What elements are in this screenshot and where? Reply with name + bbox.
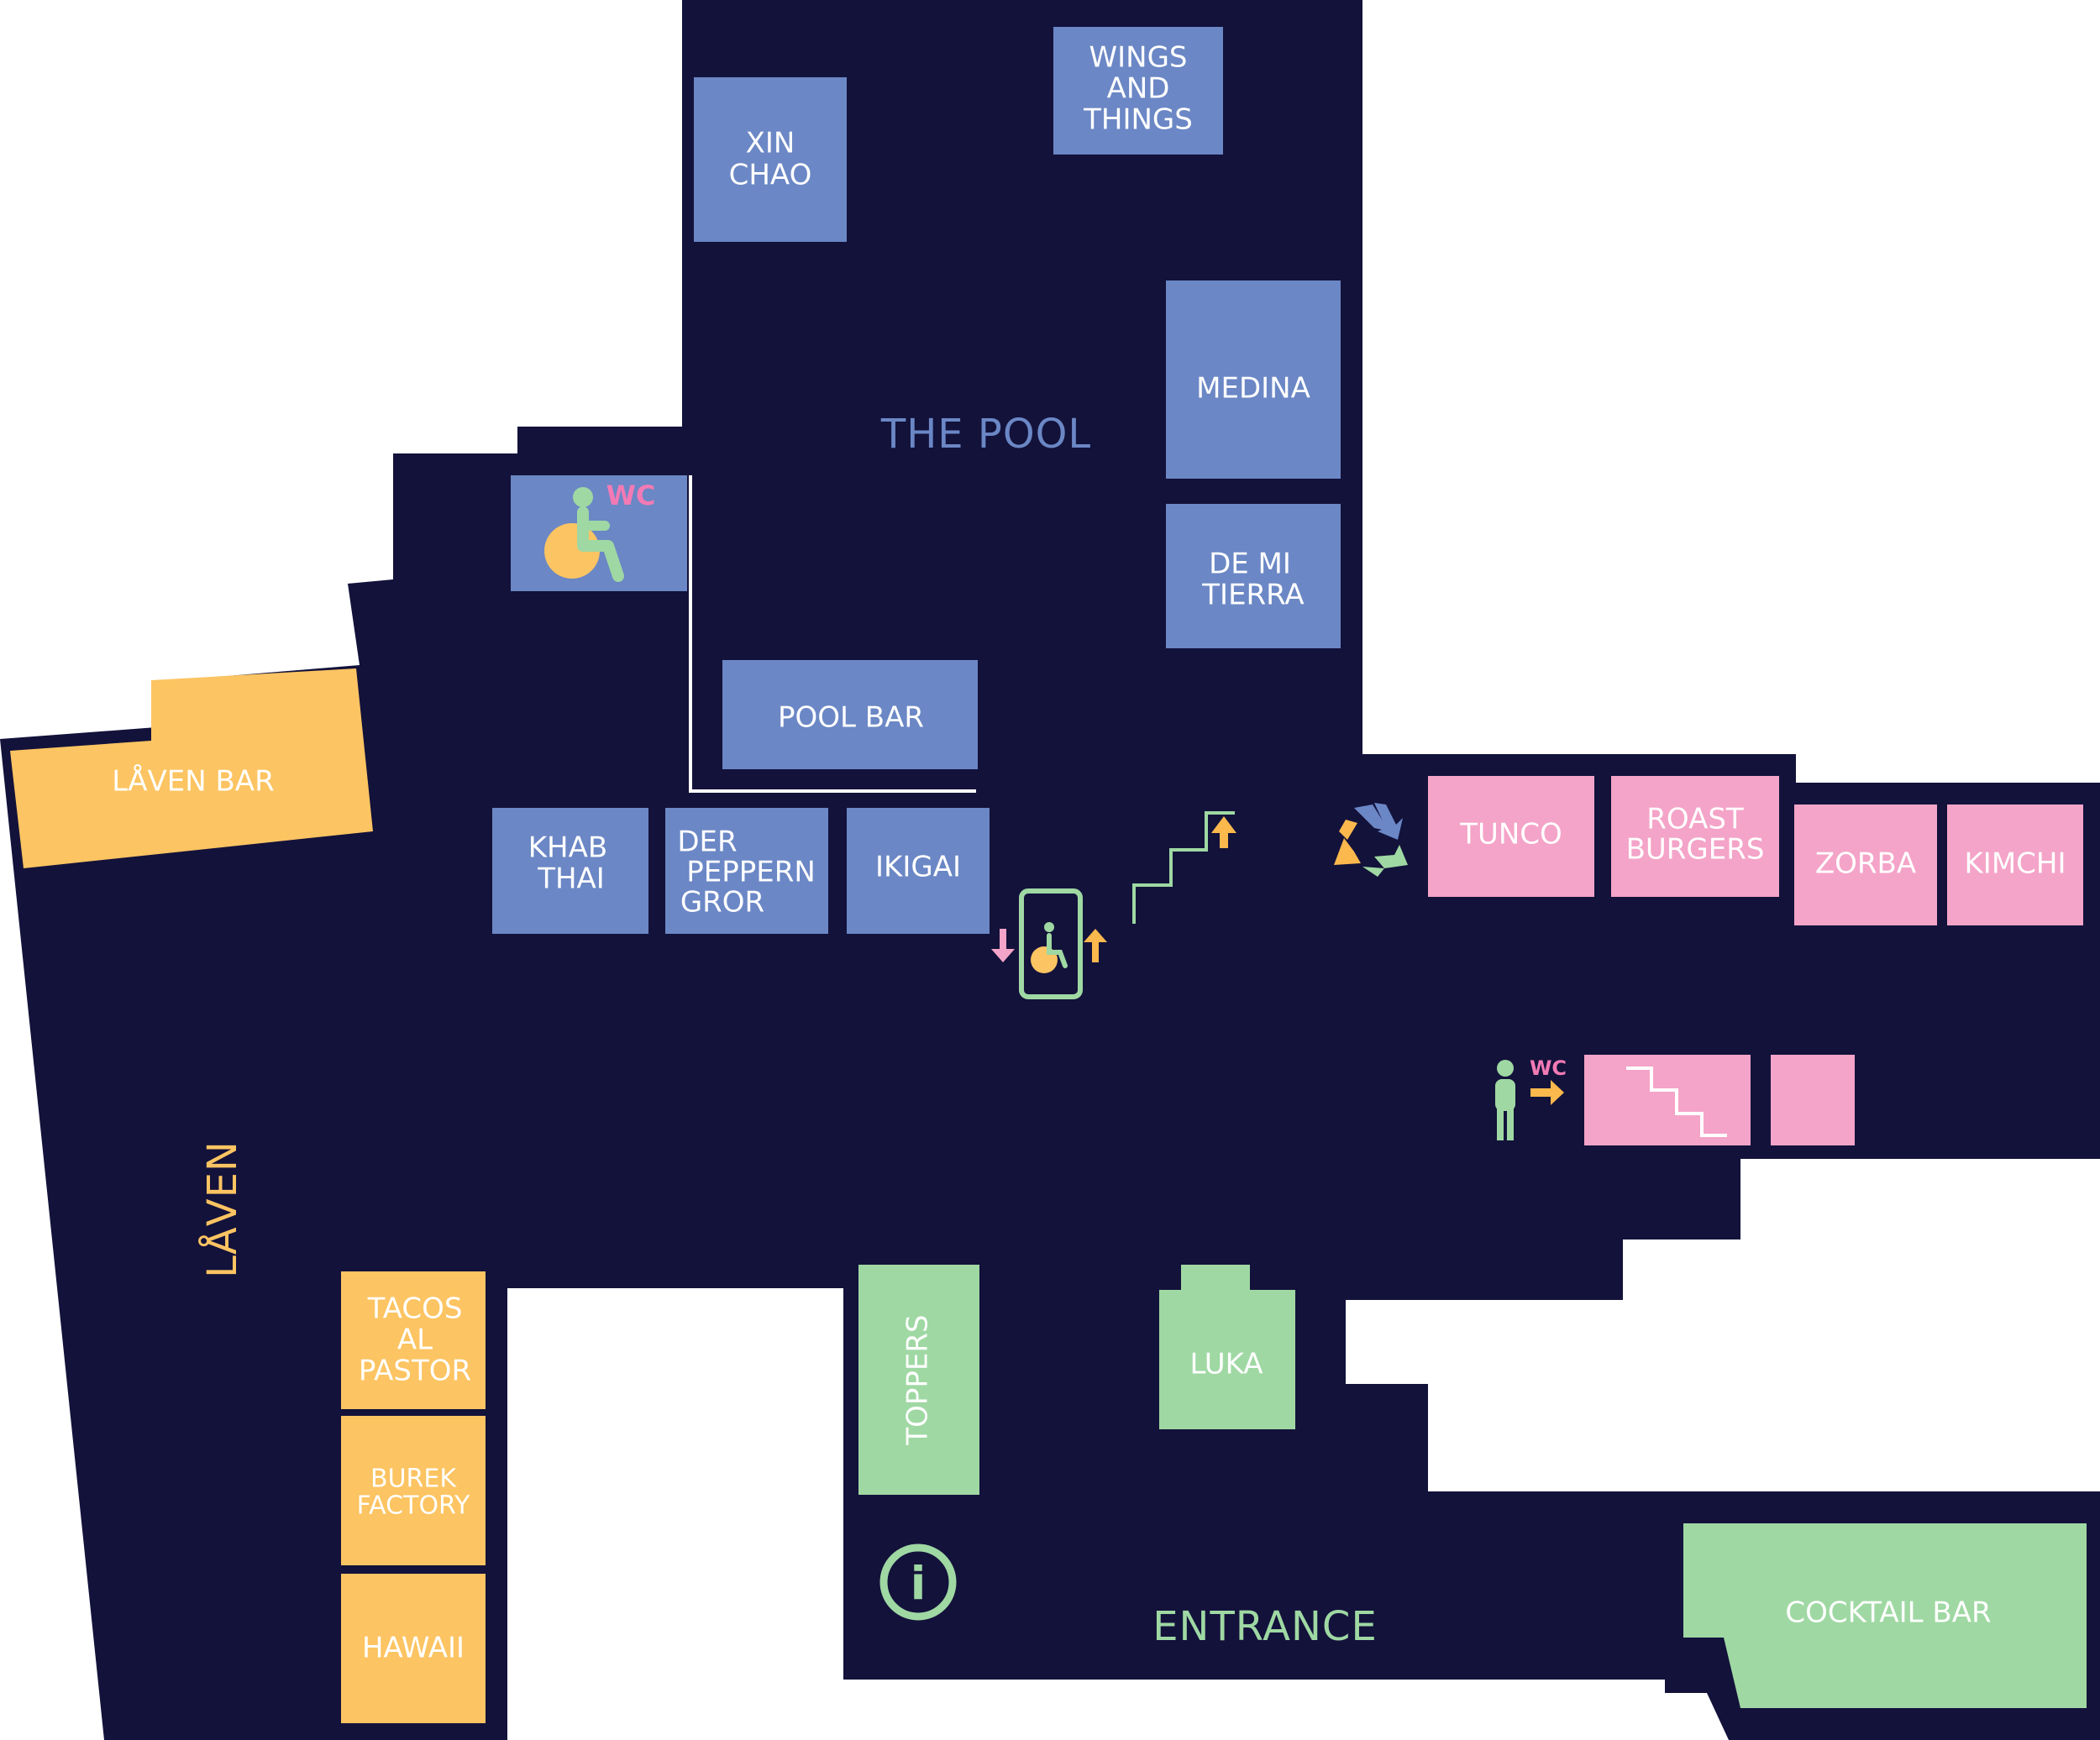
stall-laven-bar[interactable]: LÅVEN BAR: [10, 668, 373, 868]
stall-label-line: THAI: [537, 862, 605, 896]
stall-tacos-al-pastor[interactable]: TACOS AL PASTOR: [341, 1271, 486, 1409]
stall-label-line: KHAB: [528, 831, 607, 865]
wc-direction[interactable]: WC: [1495, 1056, 1567, 1140]
recycling-icon[interactable]: [1334, 803, 1408, 877]
stall-ikigai[interactable]: IKIGAI: [847, 808, 990, 934]
zone-label-laven: LÅVEN: [198, 1140, 246, 1278]
stall-label-line: TIERRA: [1201, 579, 1304, 612]
stall-label-line: GROR: [680, 886, 764, 920]
stall-label-line: LUKA: [1189, 1348, 1263, 1381]
pink-room-block: [1771, 1055, 1855, 1145]
stall-tunco[interactable]: TUNCO: [1428, 776, 1594, 897]
info-point[interactable]: i: [879, 1543, 957, 1621]
wc-label: WC: [1530, 1056, 1567, 1080]
stall-label-line: TACOS: [367, 1292, 463, 1326]
stall-label-line: FACTORY: [357, 1491, 470, 1521]
stall-label-line: POOL BAR: [778, 701, 924, 735]
stall-khab-thai[interactable]: KHAB THAI: [492, 808, 648, 934]
stall-medina[interactable]: MEDINA: [1166, 280, 1341, 479]
stairs-down-block[interactable]: [1584, 1055, 1751, 1145]
stall-kimchi[interactable]: KIMCHI: [1947, 804, 2083, 925]
stall-label-line: TOPPERS: [901, 1314, 935, 1445]
wheelchair-icon: [1031, 922, 1068, 973]
stairs-icon: [1626, 1067, 1727, 1137]
stall-label-line: AL: [397, 1323, 433, 1357]
stall-label-line: THINGS: [1083, 103, 1193, 137]
stall-label-line: AND: [1107, 72, 1170, 106]
stall-wings-and-things[interactable]: WINGS AND THINGS: [1053, 27, 1223, 155]
stall-label-line: PASTOR: [359, 1355, 471, 1388]
elevator[interactable]: [991, 888, 1107, 999]
pool-divider-line: [689, 475, 976, 793]
stall-label-line: DER: [677, 825, 737, 859]
arrow-right-icon: [1530, 1080, 1564, 1105]
stall-hawaii[interactable]: HAWAII: [341, 1574, 486, 1723]
stall-burek-factory[interactable]: BUREK FACTORY: [341, 1416, 486, 1565]
stall-roast-burgers[interactable]: ROAST BURGERS: [1611, 776, 1779, 897]
stall-xin-chao[interactable]: XIN CHAO: [694, 77, 847, 242]
stall-der-peppern-gror[interactable]: DER PEPPERN GROR: [665, 808, 828, 934]
arrow-up-icon: [1084, 929, 1107, 962]
stairs-icon: [1132, 811, 1235, 924]
wc-label: WC: [606, 480, 656, 511]
stairs-up[interactable]: [1132, 811, 1236, 924]
stall-label-line: ROAST: [1646, 803, 1744, 836]
stall-label-line: DE MI: [1209, 548, 1291, 581]
stall-label-line: LÅVEN BAR: [112, 764, 274, 799]
stall-label-line: BUREK: [370, 1465, 457, 1494]
stall-label-line: KIMCHI: [1965, 847, 2066, 881]
stall-label-line: CHAO: [729, 159, 812, 192]
stall-label-line: WINGS: [1089, 41, 1187, 75]
stall-toppers[interactable]: TOPPERS: [858, 1265, 979, 1495]
stall-de-mi-tierra[interactable]: DE MI TIERRA: [1166, 504, 1341, 648]
stall-label-line: BURGERS: [1626, 833, 1765, 867]
arrow-up-icon: [1211, 816, 1236, 848]
stall-pool-bar[interactable]: POOL BAR: [722, 660, 978, 769]
stall-label-line: XIN: [746, 127, 795, 160]
zone-label-the-pool: THE POOL: [880, 411, 1091, 458]
person-icon: [1495, 1060, 1515, 1140]
stall-label-line: IKIGAI: [875, 851, 961, 884]
stall-label-line: PEPPERN: [686, 856, 816, 889]
stall-label-line: TUNCO: [1459, 818, 1562, 852]
stall-zorba[interactable]: ZORBA: [1794, 804, 1937, 925]
arrow-down-icon: [991, 929, 1015, 962]
stall-luka[interactable]: LUKA: [1159, 1265, 1295, 1429]
zone-label-entrance: ENTRANCE: [1152, 1603, 1378, 1650]
stall-label-line: HAWAII: [362, 1632, 465, 1665]
wheelchair-icon: [544, 487, 624, 582]
accessible-wc[interactable]: WC: [511, 475, 687, 591]
stall-label-line: MEDINA: [1196, 372, 1310, 406]
stall-cocktail-bar[interactable]: COCKTAIL BAR: [1683, 1523, 2087, 1708]
info-icon: i: [911, 1558, 927, 1611]
stall-label-line: COCKTAIL BAR: [1785, 1596, 1991, 1630]
stall-label-line: ZORBA: [1815, 847, 1916, 881]
